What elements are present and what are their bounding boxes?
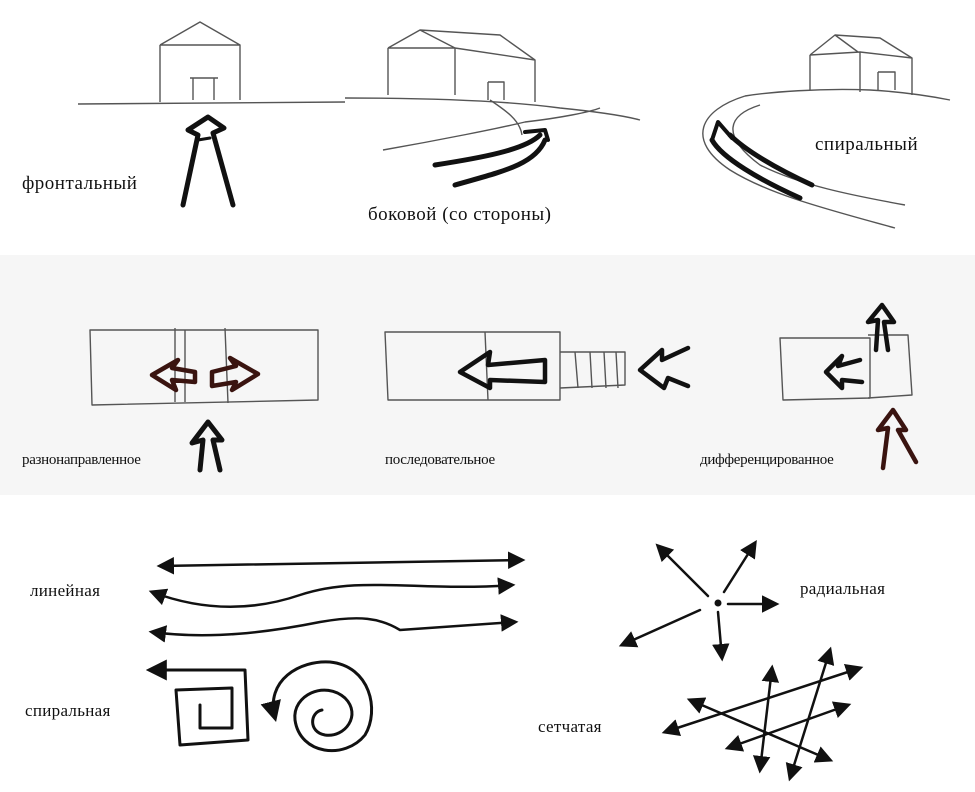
frontal-approach-sketch	[77, 21, 346, 208]
lateral-approach-sketch	[344, 29, 641, 188]
multidirectional-label: разнонаправленное	[22, 452, 141, 468]
spiral-approach-label: спиральный	[815, 134, 918, 155]
sequential-plan-sketch	[384, 331, 691, 401]
sequential-label: последовательное	[385, 452, 496, 468]
linear-composition-sketch	[148, 551, 526, 643]
spiral-composition-label: спиральная	[25, 701, 111, 720]
multidirectional-arrows-icon	[149, 355, 261, 473]
frontal-label: фронтальный	[22, 173, 137, 194]
linear-label: линейная	[30, 581, 100, 600]
spiral-approach-arrow-icon	[709, 120, 815, 201]
row3-band	[0, 495, 975, 792]
frontal-arrow-icon	[180, 114, 236, 208]
sequential-arrow-icon	[457, 345, 691, 391]
grid-composition-sketch	[661, 646, 864, 782]
differentiated-arrows-icon	[823, 302, 919, 471]
differentiated-label: дифференцированное	[700, 452, 834, 468]
lateral-label: боковой (со стороны)	[368, 204, 551, 225]
radial-composition-sketch	[618, 540, 780, 662]
radial-label: радиальная	[800, 579, 885, 598]
spiral-composition-sketch	[145, 659, 374, 752]
lateral-arrow-icon	[432, 128, 550, 188]
grid-label: сетчатая	[538, 717, 602, 736]
differentiated-plan-sketch	[779, 302, 919, 471]
spiral-approach-sketch	[702, 34, 951, 229]
multidirectional-plan-sketch	[89, 327, 319, 473]
